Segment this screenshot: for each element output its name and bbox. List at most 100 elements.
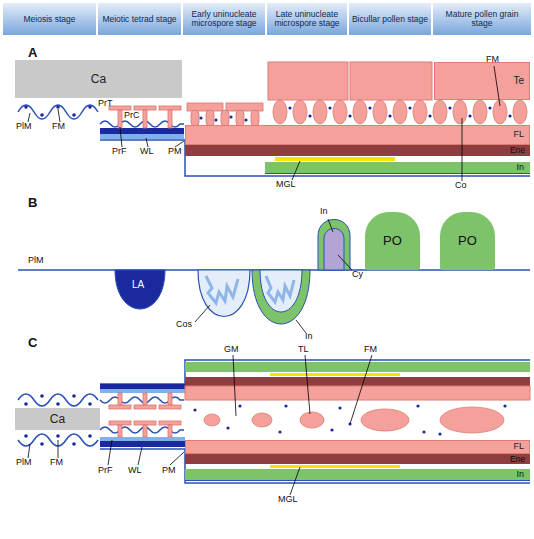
callose-box: Ca [15, 60, 182, 98]
part-label: GM [224, 345, 239, 354]
columellae [453, 100, 467, 124]
cytoplasm-protrusion [318, 220, 350, 271]
part-label: FM [364, 345, 377, 354]
part-label: FM [50, 458, 63, 467]
cytoplasmic-pocket [198, 270, 250, 317]
node-text: Mature pollen grain stage [435, 10, 529, 28]
part-label: WL [140, 147, 154, 156]
probaculae-a [109, 106, 131, 110]
tapetal-lipid-bodies [252, 413, 272, 427]
foot-layer-band: FL [185, 440, 530, 454]
node-text: FL [513, 442, 524, 451]
part-label: PM [168, 147, 182, 156]
columellae [393, 100, 407, 124]
upper-wall-c [185, 362, 530, 400]
node-text: Late uninucleate microspore stage [269, 10, 345, 28]
cytoplasm-protrusion [318, 220, 350, 271]
tapetal-lipid-bodies [300, 412, 324, 428]
probaculae-c [109, 393, 181, 437]
intine-cup [252, 270, 310, 324]
tapetal-lipid-bodies [440, 407, 504, 433]
fibrillar-material-dots-c [503, 404, 506, 407]
upper-wall-c [185, 386, 530, 400]
fibrillar-material-dots [488, 106, 491, 109]
part-label: WL [128, 466, 142, 475]
upper-wall-c [185, 362, 530, 372]
callose-box: Ca [15, 408, 100, 430]
probaculae-c [118, 393, 122, 405]
leader-line [290, 467, 300, 495]
fibrillar-material-dots-c [438, 432, 441, 435]
part-label: Cos [176, 320, 192, 329]
fibrillar-material-dots [24, 105, 28, 109]
fibrillar-material-dots [72, 113, 76, 117]
node-text: In [516, 470, 524, 479]
leader-line [338, 255, 352, 270]
fibrillar-material-dots [199, 116, 202, 119]
fibrillar-material-dots-c [88, 434, 92, 438]
cytoplasmic-pocket [198, 270, 250, 317]
probaculae-a [159, 106, 181, 110]
fibrillar-material-dots-c [422, 430, 425, 433]
leader-line [233, 355, 236, 416]
node-text: Meiosis stage [24, 15, 76, 24]
part-label: In [305, 332, 313, 341]
probaculae-c [134, 405, 156, 409]
probaculae-a [168, 110, 172, 128]
part-label: MGL [276, 180, 296, 189]
fibrillar-material-dots [468, 114, 471, 117]
intine-band: In [185, 469, 530, 481]
intine-cup [260, 270, 302, 312]
early-exine [251, 110, 259, 126]
part-label: FM [52, 122, 65, 131]
fibrillar-material-dots-c [416, 404, 419, 407]
probaculae-c [134, 421, 156, 425]
plasma-membrane-a [18, 105, 98, 119]
wall-layer-c [100, 384, 185, 389]
leader-line [462, 118, 463, 181]
fibrillar-material-dots [388, 114, 391, 117]
probaculae-c [143, 393, 147, 405]
leader-line [195, 305, 210, 322]
fibrillar-material-dots-c [56, 434, 60, 438]
wall-layer-c [100, 389, 185, 393]
stage-header: Mature pollen grain stage [432, 2, 532, 36]
probaculae-c [118, 425, 122, 437]
columellae [513, 100, 527, 124]
foot-layer-band: FL [185, 125, 530, 145]
fibrillar-material-dots-c [24, 402, 28, 406]
panel-letter: A [28, 46, 37, 59]
fibrillar-material-dots [428, 114, 431, 117]
part-label: PrF [112, 147, 127, 156]
leader-line [28, 113, 30, 122]
tapetal-lipid-bodies [361, 409, 409, 431]
fibrillar-material-dots [448, 106, 451, 109]
tectum [350, 62, 432, 100]
columellae [413, 100, 427, 124]
early-exine [221, 110, 229, 126]
fibrillar-material-dots-c [238, 404, 241, 407]
wall-layer-a [100, 128, 184, 139]
part-label: PrC [124, 111, 140, 120]
intine-band: In [265, 162, 530, 174]
leader-line [170, 452, 184, 465]
fibrillar-material-dots [88, 105, 92, 109]
node-text: Te [513, 76, 524, 87]
pollen-outgrowth: PO [440, 212, 495, 270]
fibrillar-material-dots-c [284, 404, 287, 407]
fibrillar-material-dots [328, 106, 331, 109]
leader-line [350, 355, 372, 424]
plasma-membrane-c [100, 449, 530, 483]
lipid-accumulation [115, 270, 165, 309]
fibrillar-material-dots [214, 118, 217, 121]
cytoplasmic-pocket [206, 276, 238, 303]
fibrillar-material-dots [368, 106, 371, 109]
fibrillar-material-dots [40, 113, 44, 117]
wall-layer-c [100, 441, 185, 447]
tectum-box: Te [434, 62, 530, 100]
stage-header: Bicullar pollen stage [348, 2, 432, 36]
fibrillar-material-dots [348, 114, 351, 117]
cytoplasm-protrusion [324, 229, 344, 271]
leader-line [108, 440, 112, 465]
early-exine [236, 110, 244, 126]
